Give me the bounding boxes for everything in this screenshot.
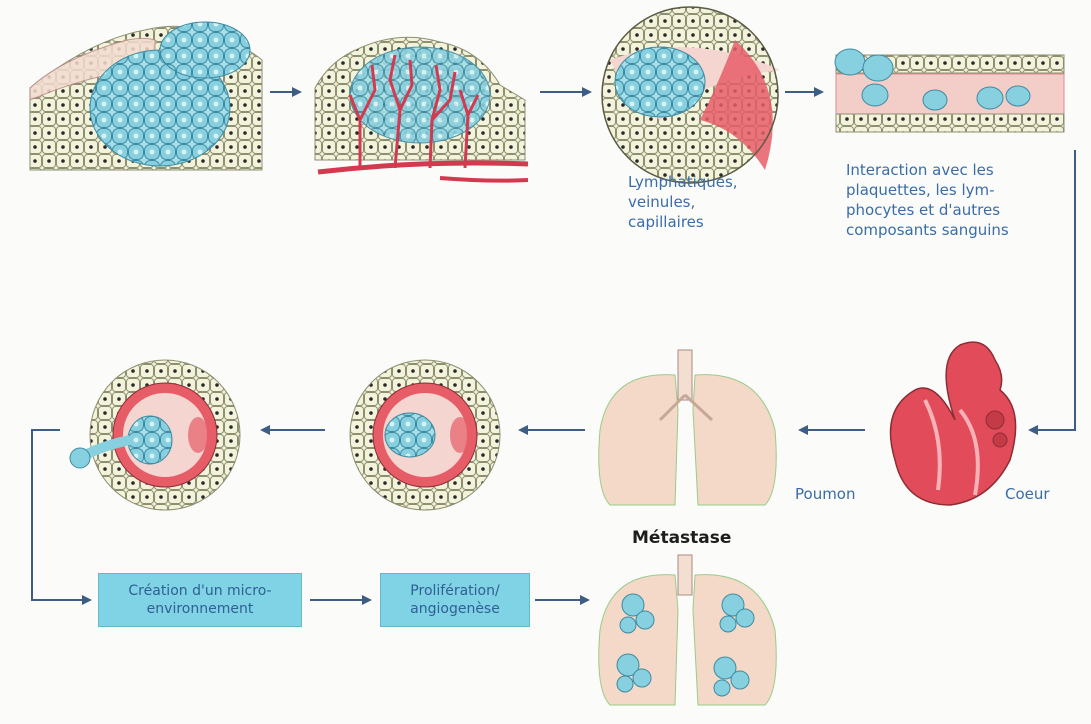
- vessels-label-line: veinules,: [628, 192, 738, 212]
- interaction-label-line: plaquettes, les lym-: [846, 180, 1009, 200]
- intravasation-illustration: [602, 7, 780, 183]
- metastasis-title: Métastase: [632, 528, 731, 548]
- microenvironment-box-line: Création d'un micro-: [99, 582, 301, 600]
- primary-tumor-illustration: [30, 22, 262, 170]
- interaction-label-line: Interaction avec les: [846, 160, 1009, 180]
- heart-illustration: [891, 342, 1016, 505]
- lung-illustration: [599, 350, 777, 505]
- vessels-label-line: capillaires: [628, 212, 738, 232]
- vessels-label: Lymphatiques, veinules, capillaires: [628, 172, 738, 232]
- metastatic-lung-illustration: [599, 555, 777, 705]
- proliferation-box-line: Prolifération/: [381, 582, 529, 600]
- invasion-angiogenesis-illustration: [315, 37, 528, 180]
- interaction-label-line: phocytes et d'autres: [846, 200, 1009, 220]
- lung-label: Poumon: [795, 484, 856, 504]
- extravasation-illustration: [70, 360, 240, 510]
- proliferation-box: Prolifération/ angiogenèse: [380, 573, 530, 627]
- interaction-label-line: composants sanguins: [846, 220, 1009, 240]
- vessels-label-line: Lymphatiques,: [628, 172, 738, 192]
- microenvironment-box: Création d'un micro- environnement: [98, 573, 302, 627]
- circulating-cells-illustration: [835, 49, 1064, 132]
- vessel-arrest-illustration: [350, 360, 500, 510]
- microenvironment-box-line: environnement: [99, 600, 301, 618]
- heart-label: Coeur: [1005, 484, 1050, 504]
- proliferation-box-line: angiogenèse: [381, 600, 529, 618]
- interaction-label: Interaction avec les plaquettes, les lym…: [846, 160, 1009, 240]
